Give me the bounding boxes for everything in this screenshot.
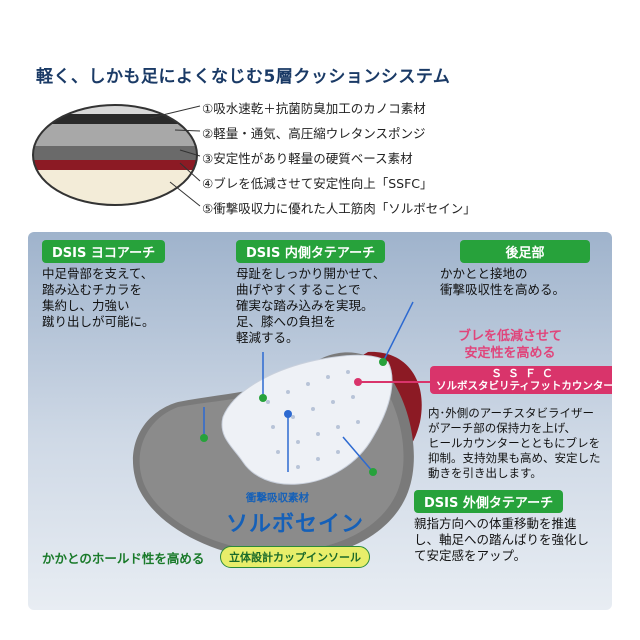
layer-cross-section — [32, 104, 198, 206]
layer-label-1: ①吸水速乾＋抗菌防臭加工のカノコ素材 — [202, 101, 426, 116]
sorbothane-label: ソルボセイン — [226, 512, 365, 537]
cup-insole-badge: 立体設計カップインソール — [220, 546, 370, 568]
page-title: 軽く、しかも足によくなじむ5層クッションシステム — [36, 67, 451, 87]
layer-ssfc — [33, 160, 197, 170]
layer-label-4: ④ブレを低減させて安定性向上「SSFC」 — [202, 176, 433, 191]
layer-label-3: ③安定性があり軽量の硬質ベース素材 — [202, 151, 413, 166]
layer-base — [33, 146, 197, 160]
ssfc-headline: ブレを低減させて 安定性を高める — [458, 329, 563, 361]
layer-kanoko-dark — [33, 114, 197, 124]
insole-illustration — [132, 301, 430, 561]
text-dsis-inner-arch: 母趾をしっかり開かせて、 曲げやすくすることで 確実な踏み込みを実現。 足、膝へ… — [236, 266, 386, 345]
text-dsis-outer-arch: 親指方向への体重移動を推進 し、軸足への踏んばりを強化し て安定感をアップ。 — [414, 516, 590, 563]
layer-leaders — [149, 105, 201, 207]
ssfc-label-box: ＳＳＦＣ ソルボスタビリティフットカウンター — [430, 366, 612, 394]
layer-label-2: ②軽量・通気、高圧縮ウレタンスポンジ — [202, 126, 426, 141]
ssfc-name: ＳＳＦＣ — [490, 367, 559, 380]
sorbothane-sublabel: 衝撃吸収素材 — [246, 492, 309, 504]
layer-urethane — [33, 124, 197, 146]
tag-dsis-yoko-arch: DSIS ヨコアーチ — [42, 240, 166, 263]
tag-dsis-outer-arch: DSIS 外側タテアーチ — [414, 490, 564, 513]
text-ssfc: 内･外側のアーチスタビライザー がアーチ部の保持力を上げ、 ヒールカウンターとと… — [428, 406, 601, 480]
ssfc-subname: ソルボスタビリティフットカウンター — [436, 380, 612, 392]
layer-label-5: ⑤衝撃吸収力に優れた人工筋肉「ソルボセイン」 — [202, 201, 476, 216]
heel-hold-text: かかとのホールド性を高める — [42, 551, 205, 566]
tag-rearfoot: 後足部 — [460, 240, 590, 263]
text-rearfoot: かかとと接地の 衝撃吸収性を高める。 — [440, 266, 566, 297]
text-dsis-yoko-arch: 中足骨部を支えて、 踏み込むチカラを 集約し、力強い 蹴り出しが可能に。 — [42, 266, 155, 329]
tag-dsis-inner-arch: DSIS 内側タテアーチ — [236, 240, 386, 263]
insole-feature-panel: DSIS ヨコアーチ 中足骨部を支えて、 踏み込むチカラを 集約し、力強い 蹴り… — [28, 232, 612, 610]
